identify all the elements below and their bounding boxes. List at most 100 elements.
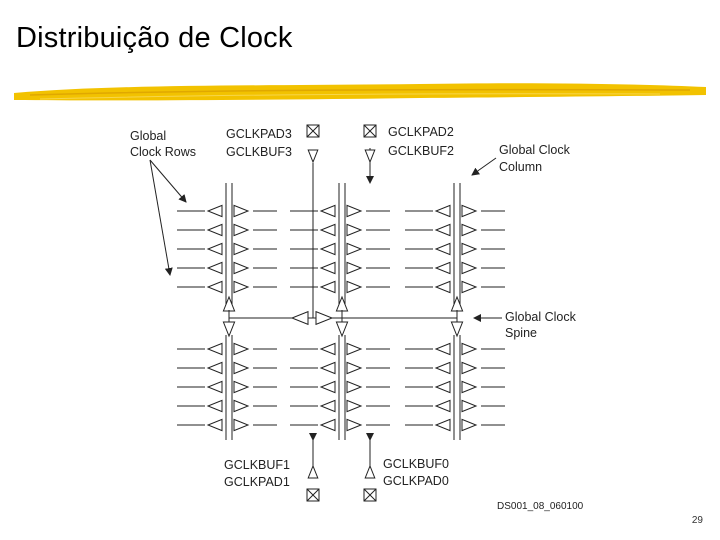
- buffer-top-1-c0-left: [206, 223, 223, 237]
- column-buffer-down-2: [450, 321, 464, 338]
- arrow-clock-rows-a: [149, 159, 187, 203]
- buffer-top-2-c0-left: [206, 242, 223, 256]
- spine-buffer-right: [315, 310, 334, 326]
- buffer-top-3-c1-right: [346, 261, 363, 275]
- column-buffer-up-0: [222, 295, 236, 312]
- pad-gclkpad3-x2: [306, 124, 320, 138]
- buffer-top-1-c2-right: [461, 223, 478, 237]
- pad-gclkpad0-x2: [363, 488, 377, 502]
- label-global-clock-spine-2: Spine: [505, 326, 537, 340]
- buffer-bot-0-c1-left: [319, 342, 336, 356]
- buffer-bot-4-c2-left: [434, 418, 451, 432]
- buffer-top-4-c1-right: [346, 280, 363, 294]
- label-gclkbuf1: GCLKBUF1: [224, 458, 290, 472]
- label-gclkpad1: GCLKPAD1: [224, 475, 290, 489]
- clock-grid: [149, 124, 505, 502]
- buffer-top-1-c1-right: [346, 223, 363, 237]
- buffer-top-2-c1-left: [319, 242, 336, 256]
- buffer-top-0-c0-right: [233, 204, 250, 218]
- buffer-bot-2-c0-right: [233, 380, 250, 394]
- label-gclkpad2: GCLKPAD2: [388, 125, 454, 139]
- pad-gclkpad1-x2: [306, 488, 320, 502]
- label-gclkbuf3: GCLKBUF3: [226, 145, 292, 159]
- label-global-clock-rows-2: Clock Rows: [130, 145, 196, 159]
- buffer-bot-2-c0-left: [206, 380, 223, 394]
- buffer-top-3-c1-left: [319, 261, 336, 275]
- buffer-bot-0-c2-left: [434, 342, 451, 356]
- label-figure-id: DS001_08_060100: [497, 501, 584, 512]
- buffer-top-0-c0-left: [206, 204, 223, 218]
- buffer-top-3-c0-left: [206, 261, 223, 275]
- buffer-gclkbuf1: [307, 464, 319, 479]
- label-gclkbuf0: GCLKBUF0: [383, 457, 449, 471]
- buffer-top-0-c2-left: [434, 204, 451, 218]
- column-buffer-up-1: [335, 295, 349, 312]
- buffer-top-2-c2-left: [434, 242, 451, 256]
- diagram-labels: Global Clock Rows GCLKPAD3 GCLKBUF3 GCLK…: [130, 125, 584, 512]
- buffer-bot-4-c0-right: [233, 418, 250, 432]
- buffer-top-1-c1-left: [319, 223, 336, 237]
- buffer-bot-2-c2-left: [434, 380, 451, 394]
- buffer-bot-2-c1-left: [319, 380, 336, 394]
- buffer-bot-1-c0-right: [233, 361, 250, 375]
- buffer-top-0-c2-right: [461, 204, 478, 218]
- buffer-bot-3-c0-right: [233, 399, 250, 413]
- label-global-clock-rows-1: Global: [130, 129, 166, 143]
- buffer-gclkbuf0: [364, 464, 376, 479]
- buffer-top-2-c2-right: [461, 242, 478, 256]
- title-underline-brushstroke: [14, 83, 706, 101]
- buffer-bot-3-c1-left: [319, 399, 336, 413]
- buffer-top-3-c2-left: [434, 261, 451, 275]
- buffer-top-4-c0-left: [206, 280, 223, 294]
- label-gclkpad3: GCLKPAD3: [226, 127, 292, 141]
- label-global-clock-column-1: Global Clock: [499, 143, 571, 157]
- buffer-bot-1-c0-left: [206, 361, 223, 375]
- label-gclkbuf2: GCLKBUF2: [388, 144, 454, 158]
- buffer-bot-4-c0-left: [206, 418, 223, 432]
- buffer-bot-1-c2-left: [434, 361, 451, 375]
- column-buffer-down-0: [222, 321, 236, 338]
- buffer-bot-3-c2-right: [461, 399, 478, 413]
- buffer-bot-4-c1-left: [319, 418, 336, 432]
- buffer-top-2-c1-right: [346, 242, 363, 256]
- label-gclkpad0: GCLKPAD0: [383, 474, 449, 488]
- buffer-bot-3-c0-left: [206, 399, 223, 413]
- spine-buffer-left: [290, 310, 309, 326]
- buffer-top-2-c0-right: [233, 242, 250, 256]
- buffer-bot-4-c2-right: [461, 418, 478, 432]
- arrow-clock-column: [471, 157, 497, 176]
- buffer-top-1-c0-right: [233, 223, 250, 237]
- buffer-top-4-c2-left: [434, 280, 451, 294]
- buffer-top-4-c2-right: [461, 280, 478, 294]
- buffer-bot-1-c2-right: [461, 361, 478, 375]
- buffer-bot-0-c0-right: [233, 342, 250, 356]
- buffer-bot-4-c1-right: [346, 418, 363, 432]
- buffer-top-1-c2-left: [434, 223, 451, 237]
- buffer-top-3-c2-right: [461, 261, 478, 275]
- buffer-bot-1-c1-right: [346, 361, 363, 375]
- buffer-top-3-c0-right: [233, 261, 250, 275]
- slide-title: Distribuição de Clock: [16, 22, 293, 54]
- buffer-bot-0-c2-right: [461, 342, 478, 356]
- pad-gclkpad2-x2: [363, 124, 377, 138]
- column-buffer-up-2: [450, 295, 464, 312]
- buffer-gclkbuf2: [364, 149, 376, 164]
- buffer-gclkbuf3: [307, 149, 319, 164]
- label-global-clock-spine-1: Global Clock: [505, 310, 577, 324]
- buffer-bot-3-c1-right: [346, 399, 363, 413]
- buffer-top-4-c0-right: [233, 280, 250, 294]
- buffer-bot-2-c2-right: [461, 380, 478, 394]
- buffer-bot-0-c0-left: [206, 342, 223, 356]
- page-number: 29: [691, 515, 703, 526]
- column-buffer-down-1: [335, 321, 349, 338]
- buffer-top-0-c1-left: [319, 204, 336, 218]
- buffer-bot-2-c1-right: [346, 380, 363, 394]
- buffer-bot-1-c1-left: [319, 361, 336, 375]
- buffer-bot-0-c1-right: [346, 342, 363, 356]
- arrow-clock-rows-b: [149, 159, 173, 276]
- buffer-top-4-c1-left: [319, 280, 336, 294]
- label-global-clock-column-2: Column: [499, 160, 542, 174]
- buffer-bot-3-c2-left: [434, 399, 451, 413]
- buffer-top-0-c1-right: [346, 204, 363, 218]
